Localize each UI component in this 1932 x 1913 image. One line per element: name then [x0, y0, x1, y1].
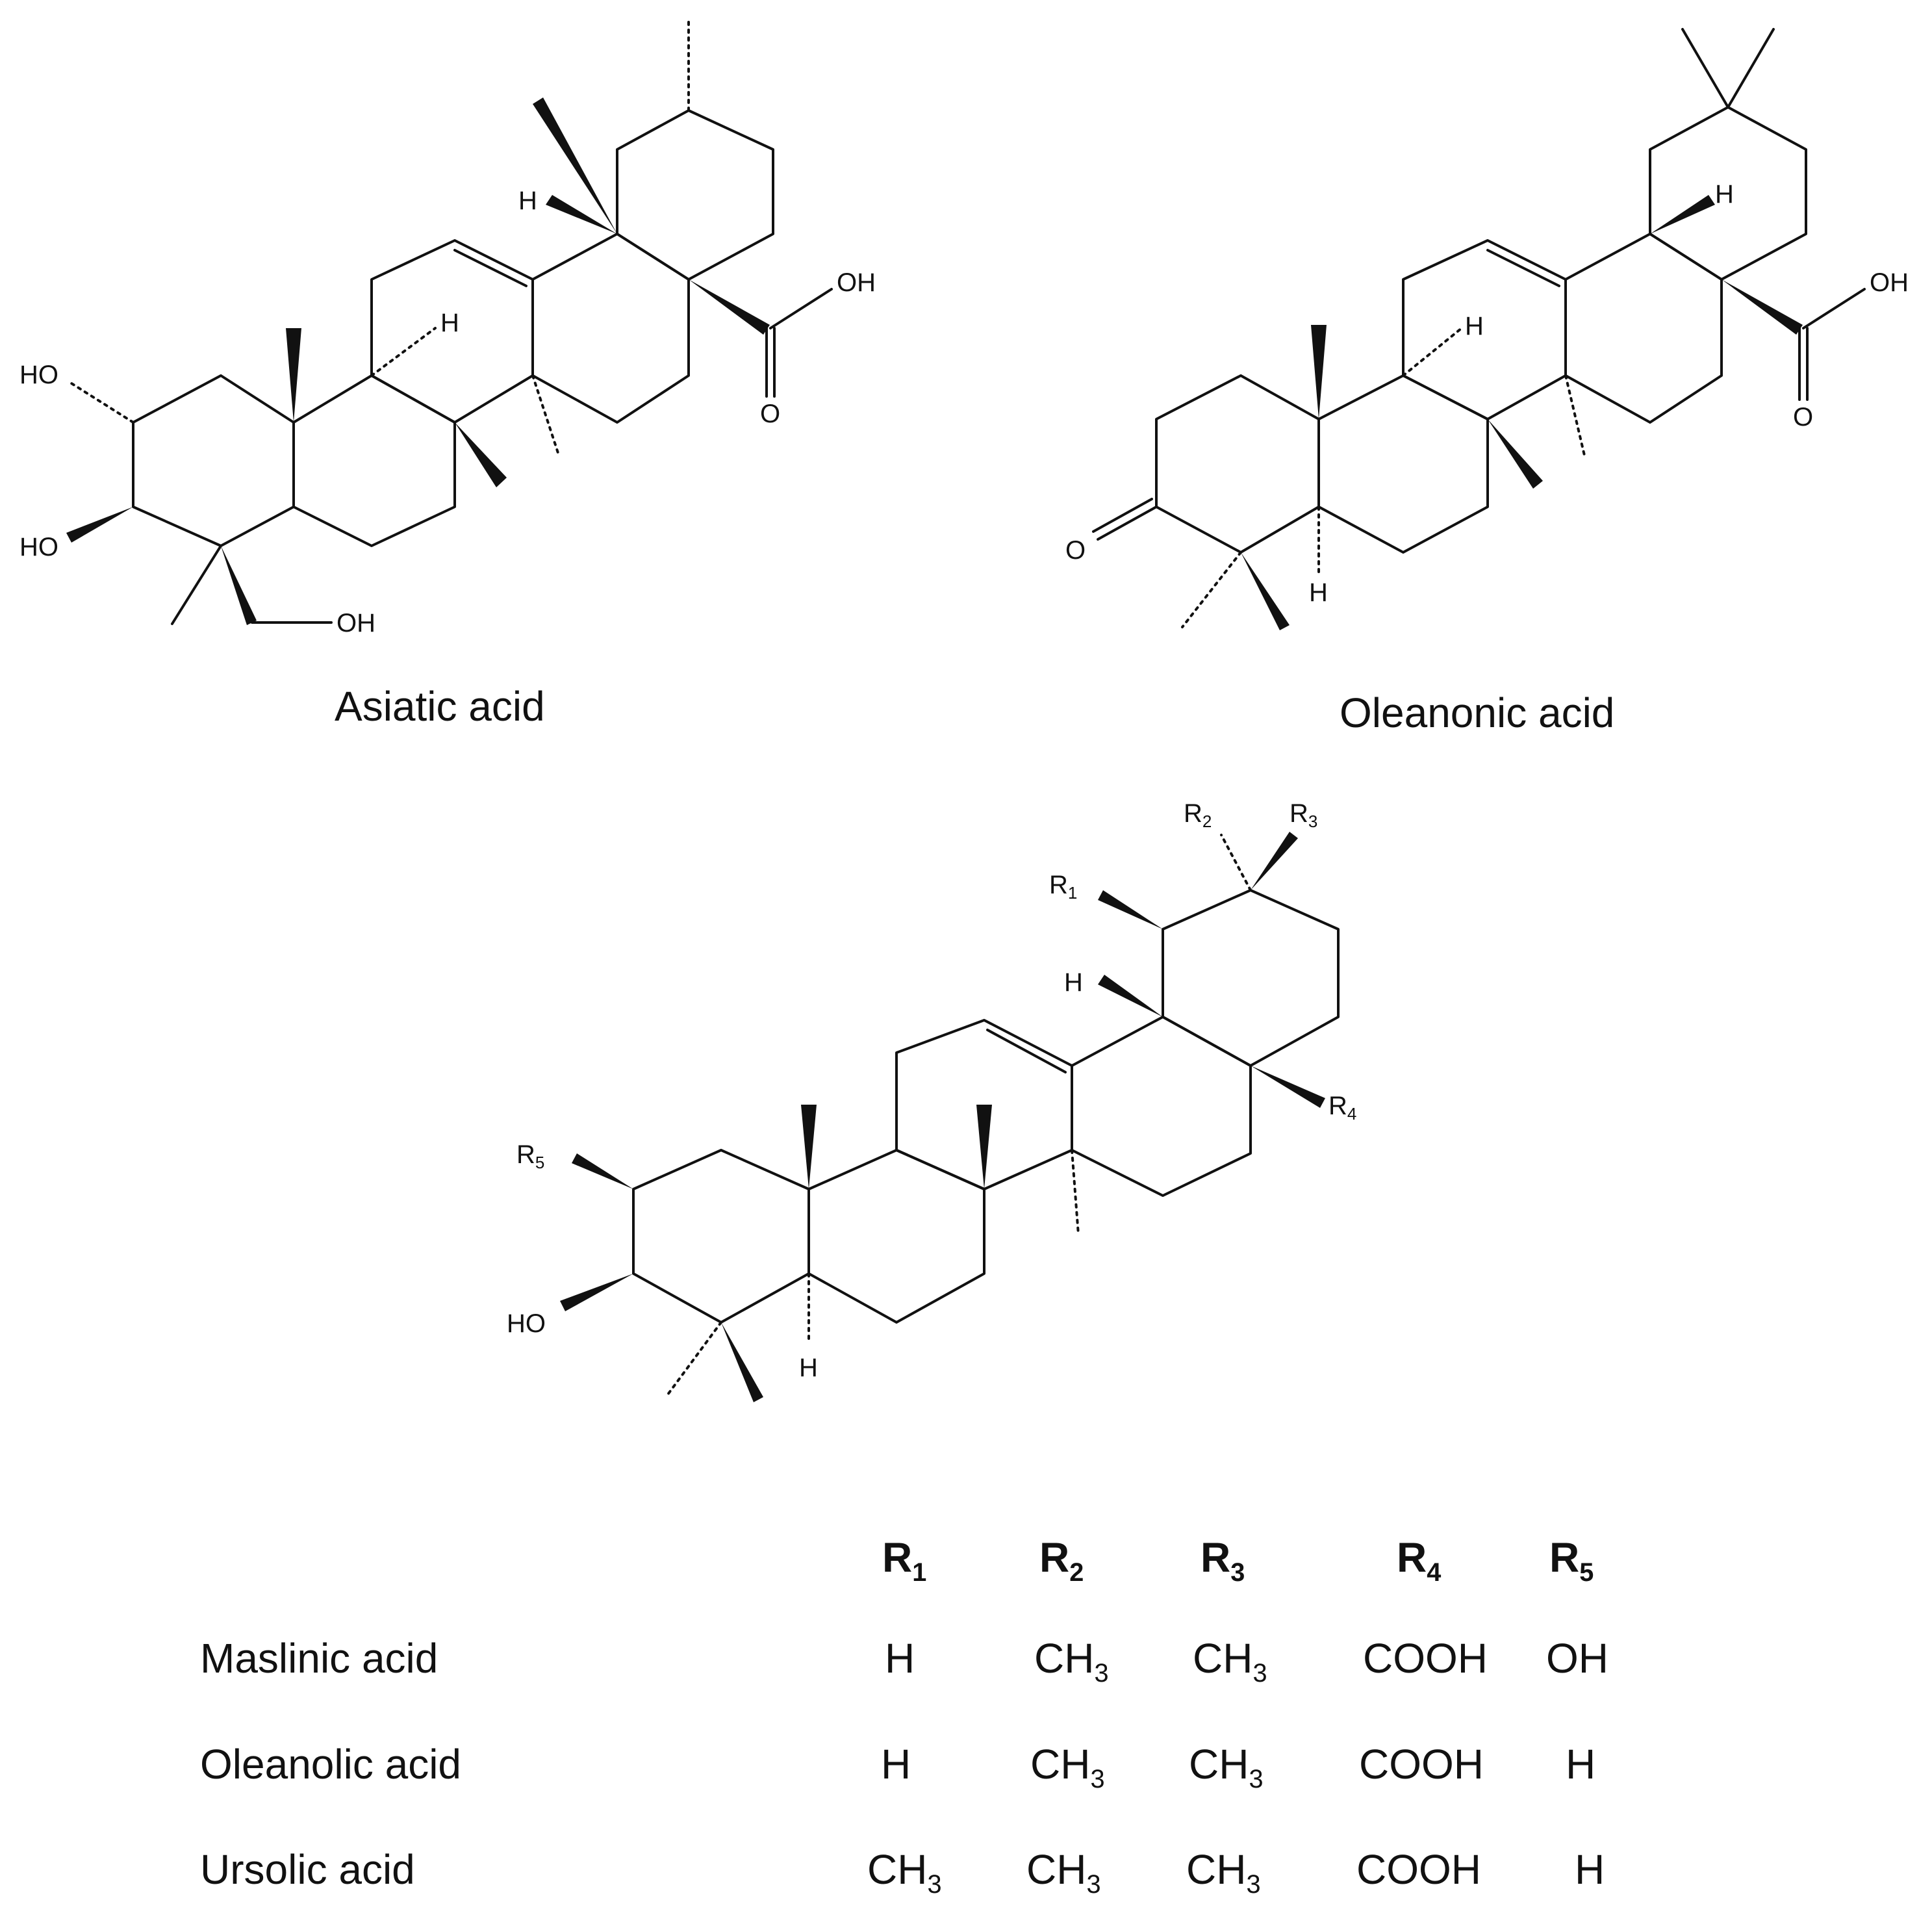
double-bond: [453, 249, 527, 287]
carbonyl: [1092, 498, 1153, 533]
double-bond: [1486, 249, 1560, 287]
methyl-wedge: [455, 422, 507, 487]
asiatic-acid-structure: HO HO OH OH O H H: [19, 18, 876, 637]
atom-label: H: [440, 309, 459, 337]
r5-wedge: [572, 1153, 633, 1189]
atom-label: R1: [1049, 871, 1077, 903]
h-hashed: [370, 327, 437, 377]
atom-label: O: [1793, 403, 1813, 431]
methyl-wedge: [1241, 552, 1290, 630]
atom-label: OH: [1870, 268, 1909, 297]
methyl-hashed: [1564, 374, 1586, 459]
oleanonic-acid-structure: O H H H OH O: [1065, 28, 1909, 630]
bond: [171, 545, 222, 625]
methyl-wedge: [1488, 419, 1543, 489]
h-wedge: [546, 195, 617, 234]
ring-b: [807, 1149, 985, 1324]
methyl-hashed: [1071, 1149, 1080, 1236]
r2-hashed: [1220, 834, 1252, 892]
table-cell: H: [885, 1635, 915, 1682]
ring-d: [1071, 1016, 1252, 1197]
double-bond: [986, 1029, 1067, 1073]
atom-label: OH: [337, 609, 375, 637]
r1-wedge: [1098, 890, 1163, 929]
atom-label: HO: [19, 533, 58, 561]
table-cell: CH3: [867, 1846, 942, 1899]
atom-label: HO: [19, 361, 58, 389]
compound-name: Oleanonic acid: [1340, 689, 1615, 736]
atom-label: O: [1065, 536, 1086, 565]
ring-e: [1162, 889, 1340, 1067]
r3-wedge: [1251, 832, 1298, 890]
carboxyl-wedge: [689, 279, 770, 335]
table-cell: COOH: [1356, 1846, 1481, 1893]
table-cell: COOH: [1359, 1741, 1484, 1788]
column-header-r3: R3: [1201, 1534, 1245, 1587]
carboxyl-wedge: [1722, 279, 1803, 335]
bond: [1802, 288, 1866, 329]
methyl-wedge: [976, 1105, 992, 1189]
atom-label: H: [518, 186, 537, 215]
oh-wedge: [66, 507, 133, 543]
atom-label: R2: [1184, 799, 1212, 831]
methyl-hashed: [1181, 551, 1242, 628]
table-cell: CH3: [1030, 1741, 1105, 1793]
carbonyl: [1097, 506, 1158, 541]
general-scaffold-structure: R1 R2 R3 R4 R5 HO H H: [507, 799, 1356, 1402]
bond: [769, 288, 833, 329]
methyl-hashed: [665, 1321, 722, 1398]
column-header-r4: R4: [1397, 1534, 1442, 1587]
ring-a: [632, 1149, 810, 1324]
atom-label: R4: [1328, 1092, 1356, 1123]
table-cell: H: [1566, 1741, 1596, 1788]
compound-name: Asiatic acid: [335, 683, 545, 730]
h-wedge: [1098, 975, 1163, 1017]
table-cell: CH3: [1189, 1741, 1264, 1793]
methyl-wedge: [533, 97, 617, 234]
atom-label: HO: [507, 1309, 546, 1338]
column-header-r1: R1: [882, 1534, 927, 1587]
methyl-wedge: [801, 1105, 817, 1189]
table-cell: H: [881, 1741, 911, 1788]
atom-label: H: [1715, 180, 1734, 209]
column-header-r2: R2: [1039, 1534, 1084, 1587]
methyl: [1681, 28, 1729, 109]
atom-label: H: [1465, 312, 1484, 340]
r4-wedge: [1251, 1066, 1325, 1108]
ch2oh-wedge: [221, 546, 257, 625]
atom-label: R3: [1290, 799, 1317, 831]
atom-label: O: [760, 400, 780, 428]
table-cell: COOH: [1363, 1635, 1488, 1682]
row-name: Maslinic acid: [200, 1635, 439, 1682]
methyl-hashed: [531, 374, 560, 456]
atom-label: OH: [837, 268, 876, 297]
table-cell: CH3: [1026, 1846, 1101, 1899]
table-cell: OH: [1546, 1635, 1608, 1682]
table-cell: CH3: [1034, 1635, 1109, 1688]
row-name: Ursolic acid: [200, 1846, 415, 1893]
h-hashed: [1402, 327, 1463, 377]
atom-label: H: [1064, 968, 1083, 997]
table-cell: CH3: [1186, 1846, 1261, 1899]
h-wedge: [1650, 195, 1715, 234]
atom-label: H: [799, 1354, 818, 1382]
table-cell: H: [1575, 1846, 1605, 1893]
column-header-r5: R5: [1549, 1534, 1594, 1587]
atom-label: H: [1309, 578, 1328, 607]
methyl-wedge: [721, 1322, 763, 1402]
oh-wedge: [560, 1274, 633, 1311]
methyl: [1727, 28, 1775, 109]
row-name: Oleanolic acid: [200, 1741, 461, 1788]
methyl-wedge: [1311, 325, 1327, 419]
methyl-wedge: [286, 328, 301, 422]
table-cell: CH3: [1193, 1635, 1267, 1688]
atom-label: R5: [516, 1140, 544, 1172]
